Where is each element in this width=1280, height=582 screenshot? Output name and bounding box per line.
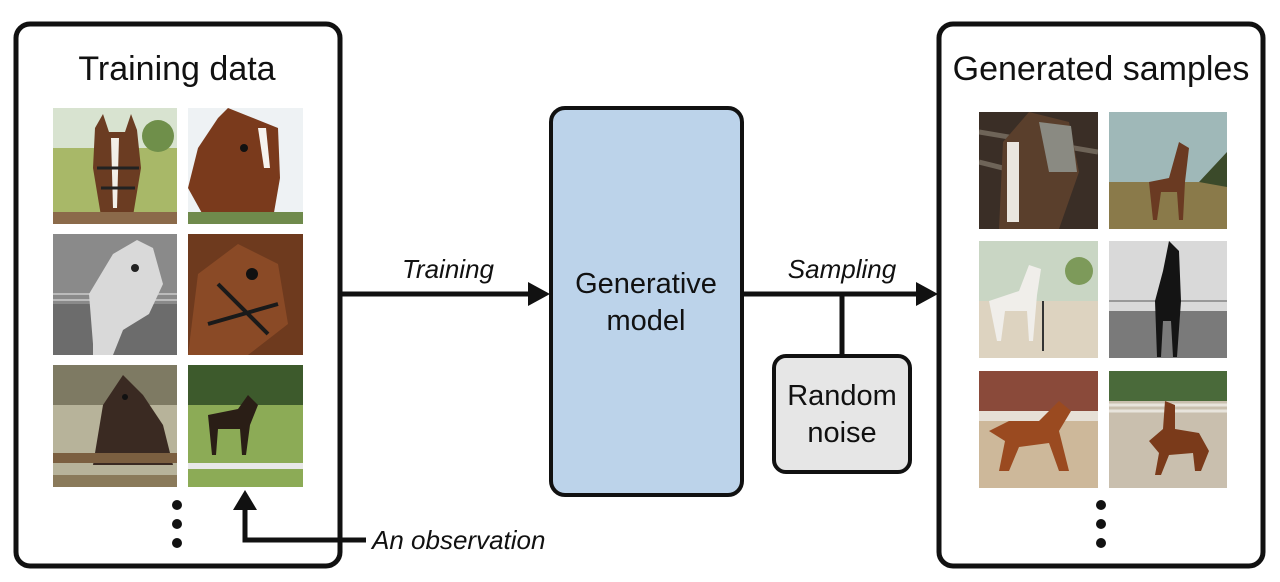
observation-label: An observation [370,525,545,555]
generated-image-5 [979,371,1098,488]
training-arrow: Training [342,254,550,306]
training-image-2 [188,108,303,224]
generated-image-6 [1109,371,1227,488]
random-noise-box: Random noise [772,354,912,474]
training-image-3 [53,234,177,355]
generative-model-rect [549,106,744,497]
random-noise-rect [772,354,912,474]
observation-annotation: An observation [233,490,545,555]
sampling-arrow: Sampling [744,254,938,356]
generative-model-label-line2: model [607,305,686,337]
training-image-6 [188,365,303,487]
training-image-1 [53,108,177,224]
training-data-panel: Training data [13,21,343,569]
generated-image-2 [1109,112,1227,229]
generated-samples-title: Generated samples [953,50,1250,88]
generated-image-1 [979,112,1098,229]
sampling-arrow-label: Sampling [788,254,897,284]
training-ellipsis [172,500,182,548]
generated-image-4 [1109,241,1227,358]
generated-image-3 [979,241,1098,358]
generated-ellipsis [1096,500,1106,548]
training-arrow-label: Training [402,254,495,284]
training-image-5 [53,365,177,487]
training-image-4 [188,234,303,355]
random-noise-label-line1: Random [787,380,897,412]
random-noise-label-line2: noise [807,417,876,449]
training-data-title: Training data [78,50,275,88]
generative-model-box: Generative model [549,106,744,497]
generated-samples-panel: Generated samples [936,21,1266,569]
generative-model-label-line1: Generative [575,268,717,300]
